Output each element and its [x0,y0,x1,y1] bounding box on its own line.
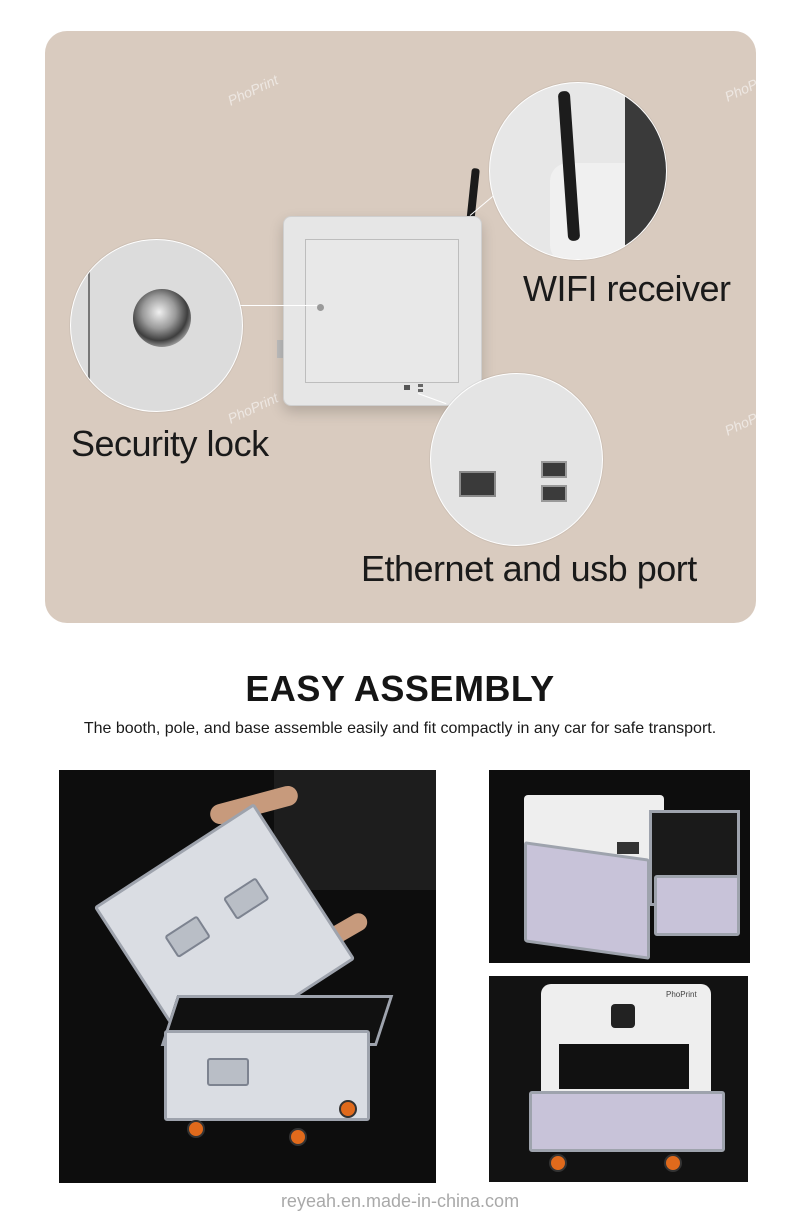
usb-port-icon [541,461,567,478]
footer-url: reyeah.en.made-in-china.com [280,1191,520,1211]
booth-in-case-photo [489,770,750,963]
booth-brand: PhoPrint [666,990,697,999]
device-usb-dot [418,389,423,392]
booth-slot [617,842,639,854]
door-seam [88,240,90,411]
printer-device [283,216,482,406]
device-door [305,239,459,383]
case-handle-icon [222,877,270,921]
case-wheel-icon [549,1154,567,1172]
case-wheel-icon [339,1100,357,1118]
flight-case-photo [59,770,436,1183]
booth-upright-photo: PhoPrint [489,976,748,1182]
lock-knob-icon [133,289,191,347]
person-shirt [274,770,436,890]
case-half [524,841,650,960]
ports-zoom-image [430,373,603,546]
wifi-label: WIFI receiver [523,268,731,309]
usb-port-icon [541,485,567,502]
case-base [164,1030,370,1121]
section-heading: EASY ASSEMBLY [245,668,555,709]
case-handle-icon [164,915,211,959]
case-half [654,875,740,936]
case-wheel-icon [187,1120,205,1138]
case-wheel-icon [289,1128,307,1146]
device-ethernet-dot [404,385,410,390]
wifi-zoom-image [489,82,667,260]
case-wheel-icon [664,1154,682,1172]
lock-leader-line [239,305,317,306]
case-handle-icon [207,1058,249,1086]
ports-label: Ethernet and usb port [361,548,697,589]
ethernet-port-icon [459,471,496,497]
case-base [529,1091,725,1152]
device-usb-dot [418,384,423,387]
device-edge [625,83,666,259]
camera-icon [611,1004,635,1028]
lock-zoom-image [70,239,243,412]
section-description: The booth, pole, and base assemble easil… [83,720,717,737]
lock-label: Security lock [71,423,269,464]
booth-screen [559,1044,689,1089]
device-lock-dot [317,304,324,311]
device-side-bracket [277,340,285,358]
